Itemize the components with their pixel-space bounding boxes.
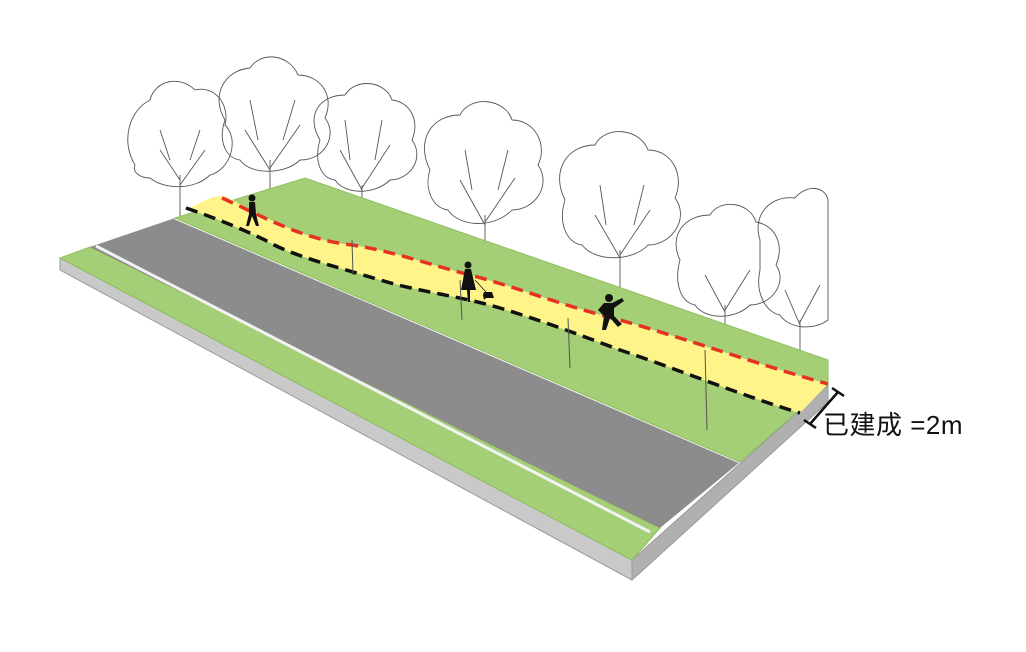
width-label: 已建成 =2m: [823, 410, 964, 440]
running-person: [598, 294, 624, 330]
person-with-dog: [461, 261, 494, 302]
tree-trunks: [351, 239, 708, 431]
path-edge-black-dashed: [185, 206, 801, 415]
walking-person: [246, 194, 259, 226]
road-edge-line-front: [95, 244, 651, 534]
walking-path: [188, 195, 828, 413]
width-dimension-marker: [803, 386, 845, 430]
path-edge-red-dashed: [221, 196, 829, 386]
road: [90, 218, 740, 528]
tree-7: [757, 188, 829, 360]
tree-1: [127, 80, 233, 230]
